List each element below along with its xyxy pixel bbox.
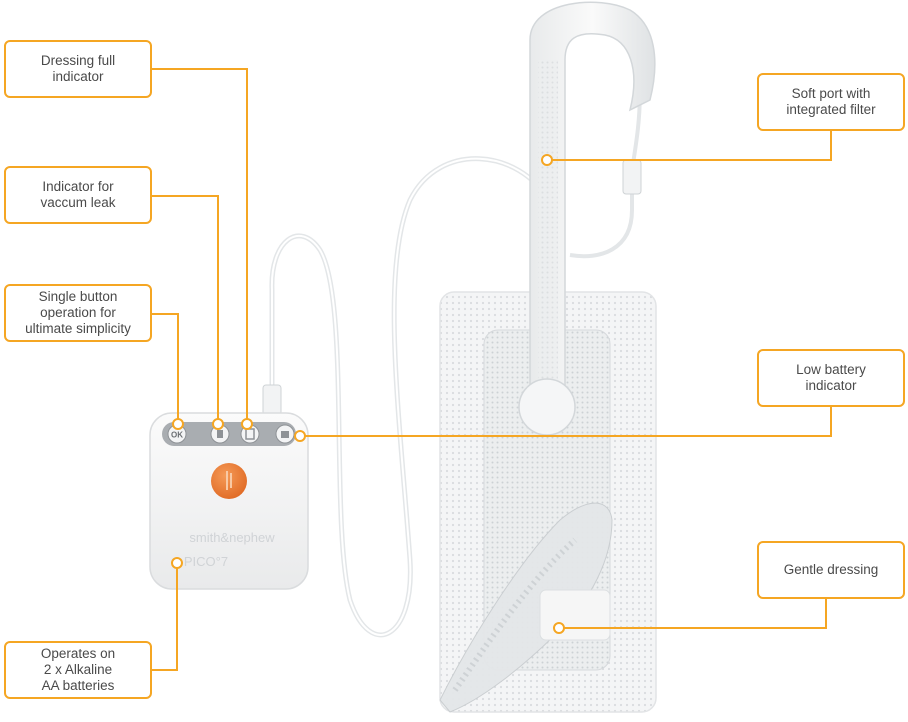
callout-text: Single button bbox=[38, 289, 118, 304]
callout-gentle-dressing: Gentle dressing bbox=[757, 541, 905, 599]
callout-batteries: Operates on 2 x Alkaline AA batteries bbox=[4, 641, 152, 699]
filter-connector bbox=[622, 159, 642, 195]
soft-port bbox=[518, 1, 656, 436]
callout-soft-port: Soft port with integrated filter bbox=[757, 73, 905, 131]
callout-text: ultimate simplicity bbox=[25, 321, 131, 336]
callout-text: Gentle dressing bbox=[783, 562, 879, 577]
callout-dressing-full-indicator: Dressing full indicator bbox=[4, 40, 152, 98]
callout-text: indicator bbox=[805, 378, 857, 393]
callout-text: AA batteries bbox=[41, 678, 115, 693]
callout-text: vaccum leak bbox=[40, 195, 116, 210]
dressing-pad bbox=[439, 291, 657, 713]
brand-logo-text: smith&nephew bbox=[189, 530, 275, 545]
power-button bbox=[211, 463, 247, 499]
callout-text: 2 x Alkaline bbox=[43, 662, 113, 677]
callout-text: operation for bbox=[40, 305, 116, 320]
callout-text: Dressing full bbox=[40, 53, 116, 68]
callout-low-battery-indicator: Low battery indicator bbox=[757, 349, 905, 407]
callout-text: indicator bbox=[52, 69, 104, 84]
callout-single-button-operation: Single button operation for ultimate sim… bbox=[4, 284, 152, 342]
ok-label: OK bbox=[171, 431, 183, 440]
callout-text: Indicator for bbox=[42, 179, 114, 194]
model-logo-text: PICO°7 bbox=[184, 554, 228, 569]
callout-vacuum-leak-indicator: Indicator for vaccum leak bbox=[4, 166, 152, 224]
pico-pump-device: OK smith&nephew PICO°7 bbox=[149, 412, 309, 590]
leader-endpoints bbox=[171, 154, 565, 634]
callout-text: Operates on bbox=[40, 646, 116, 661]
callout-text: Low battery bbox=[796, 362, 866, 377]
callout-text: integrated filter bbox=[786, 102, 876, 117]
callout-text: Soft port with bbox=[791, 86, 871, 101]
